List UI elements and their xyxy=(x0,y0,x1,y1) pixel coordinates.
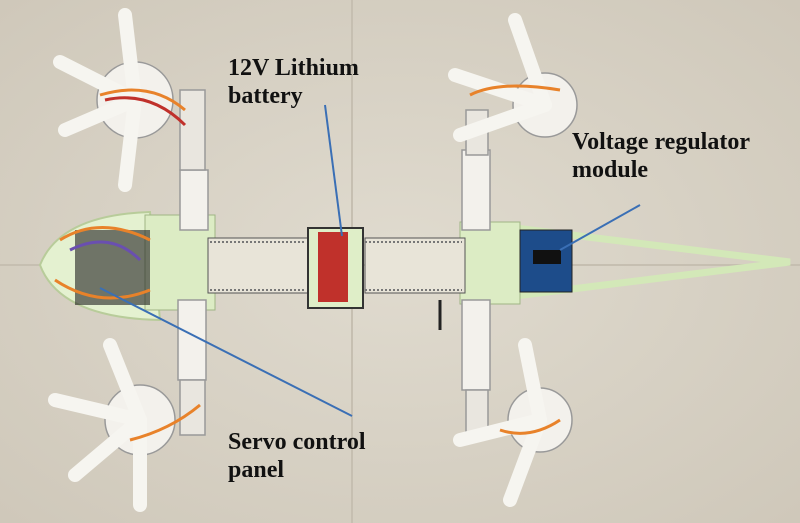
servo-panel-annotation: Servo control panel xyxy=(228,428,366,484)
regulator-label-line1: Voltage regulator xyxy=(572,129,750,155)
battery-leader-line xyxy=(324,104,343,237)
servo-panel-label-line1: Servo control xyxy=(228,429,366,455)
regulator-leader-line xyxy=(559,204,641,251)
battery-label-line2: battery xyxy=(228,83,303,109)
servo-panel-leader-line xyxy=(99,287,353,417)
battery-annotation: 12V Lithium battery xyxy=(228,54,359,110)
regulator-label-line2: module xyxy=(572,157,649,183)
servo-panel-label-line2: panel xyxy=(228,457,285,483)
robot-body xyxy=(38,210,791,322)
battery-label-line1: 12V Lithium xyxy=(228,55,359,81)
robot-legs xyxy=(96,61,578,456)
regulator-annotation: Voltage regulator module xyxy=(572,128,750,184)
servo-wires xyxy=(99,84,561,442)
